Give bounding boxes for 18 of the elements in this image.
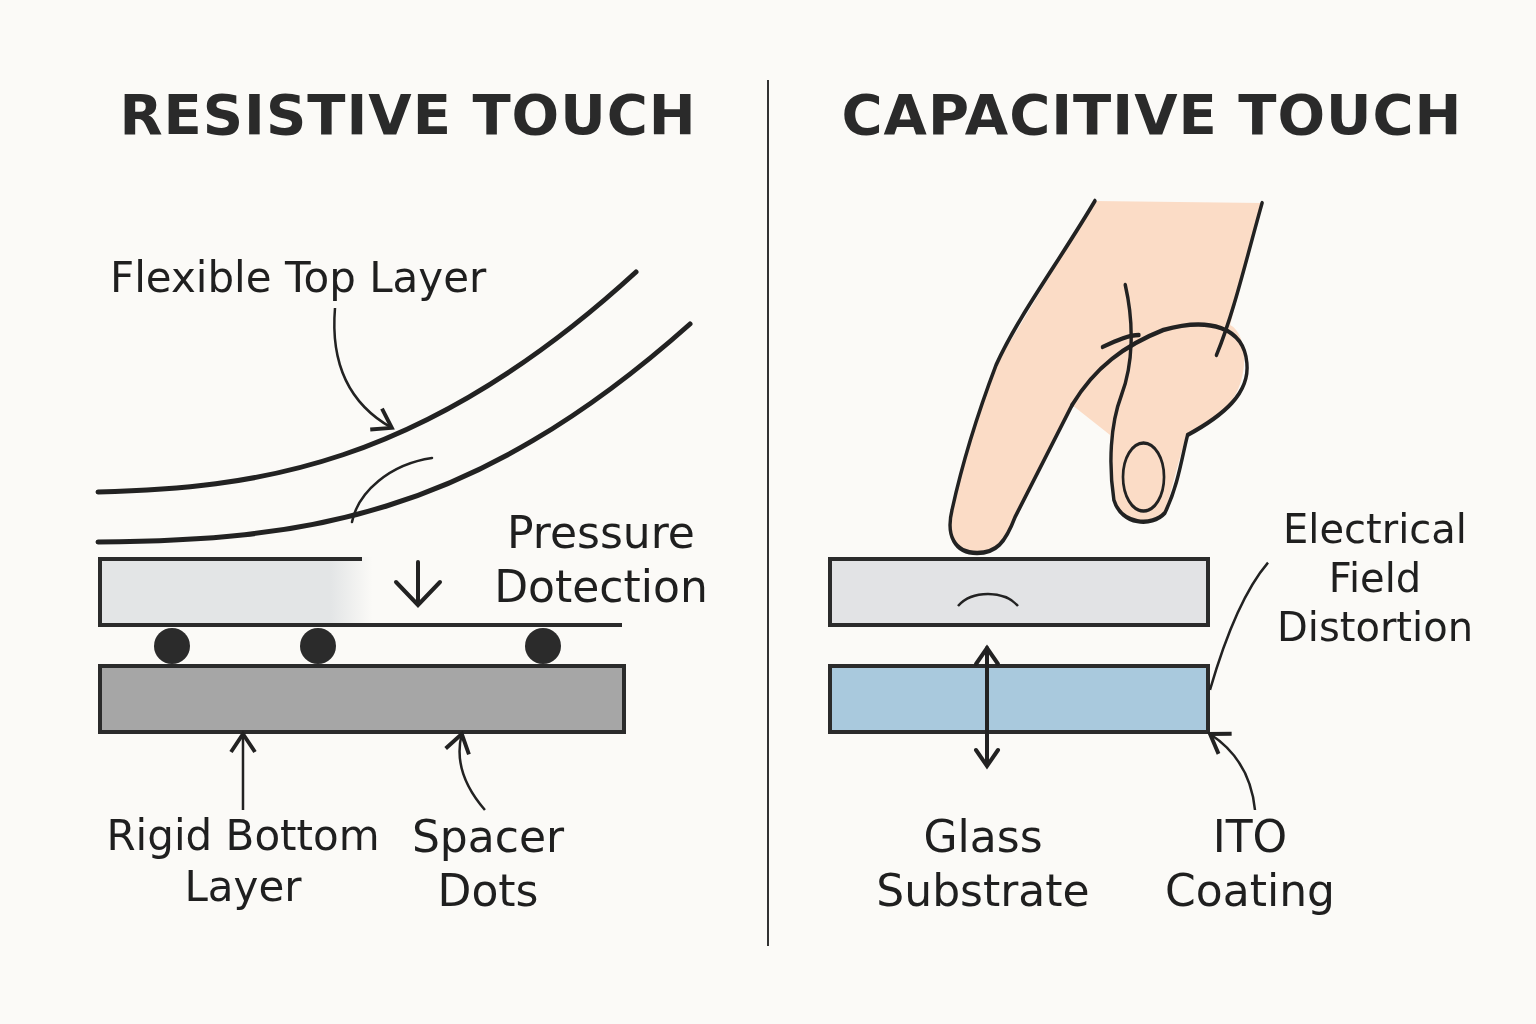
callout-label: Electrical Field Distortion xyxy=(1268,505,1482,652)
glass-layer xyxy=(828,557,1210,627)
leader-arrow xyxy=(1208,732,1257,811)
callout-label: Glass Substrate xyxy=(858,810,1108,918)
leader-line xyxy=(1208,561,1269,691)
leader-arrow xyxy=(229,732,257,810)
section-heading: CAPACITIVE TOUCH xyxy=(840,82,1464,147)
callout-label: ITO Coating xyxy=(1150,810,1350,918)
ito-layer xyxy=(828,664,1210,734)
spacer-dot xyxy=(154,628,190,664)
spacer-dot xyxy=(300,628,336,664)
spacer-dot xyxy=(525,628,561,664)
rigid-bottom-layer xyxy=(98,664,626,734)
callout-label: Pressure Dotection xyxy=(476,506,726,614)
section-heading: RESISTIVE TOUCH xyxy=(118,82,698,147)
callout-label: Flexible Top Layer xyxy=(110,252,560,304)
leader-arrow xyxy=(333,307,394,431)
leader-arrow xyxy=(444,732,486,811)
